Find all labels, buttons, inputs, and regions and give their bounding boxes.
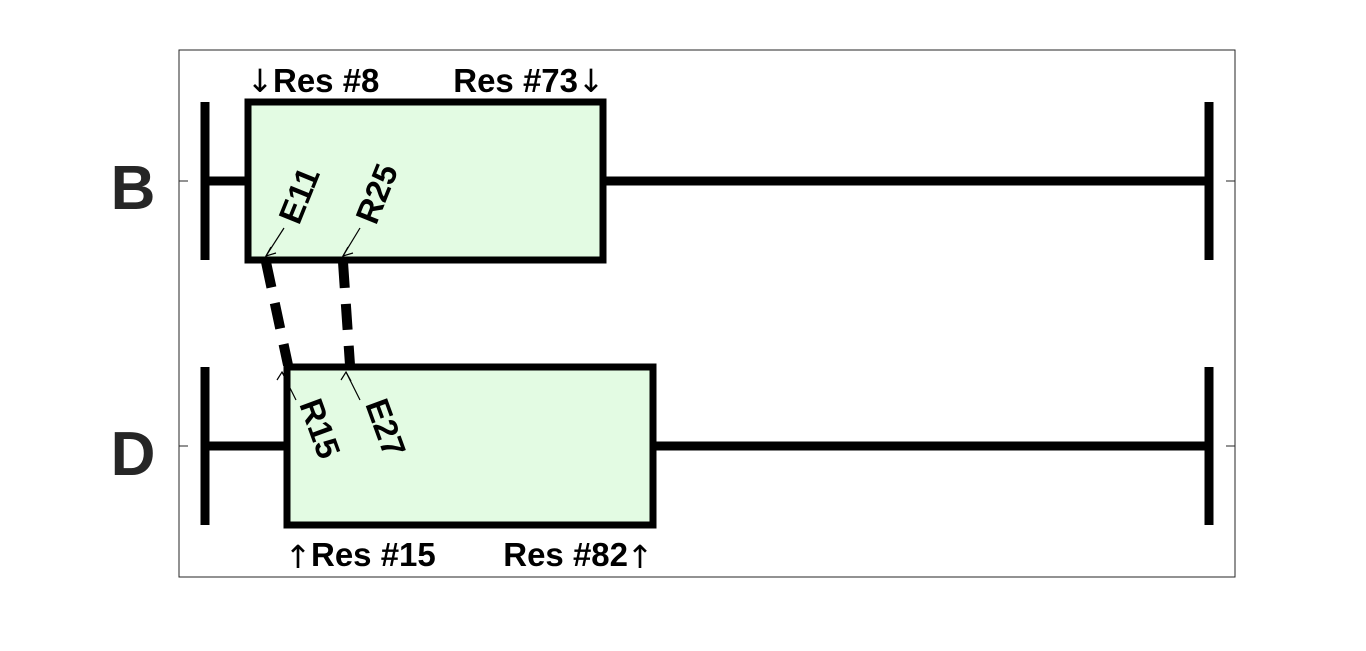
chain-d-domain-box (283, 363, 657, 529)
chain-b-domain-end-label: Res #73 (453, 62, 578, 99)
chain-d-domain-end-label: Res #82 (503, 536, 628, 573)
chain-b-site-r25-arrowhead (341, 246, 354, 257)
link-e11-r15 (261, 260, 293, 367)
chain-b-domain-start-arrow: ↓ (247, 62, 274, 100)
chain-d-site-r15-arrowhead (276, 370, 288, 382)
chain-label-d: D (111, 420, 156, 489)
chain-d-domain-start-label: Res #15 (311, 536, 436, 573)
chain-b-domain-start-label: Res #8 (273, 62, 379, 99)
chain-label-b: B (111, 154, 156, 223)
chain-b: ↓ Res #8 Res #73 ↓ E11 R25 (200, 62, 1214, 264)
link-r25-e27 (338, 261, 355, 366)
chain-b-domain-box (244, 98, 607, 264)
chain-b-site-e11-arrowhead (264, 246, 277, 257)
chain-d-domain-end-arrow: ↑ (627, 538, 654, 576)
chain-d: ↑ Res #15 Res #82 ↑ R15 E27 (200, 363, 1214, 576)
chain-d-site-e27-arrowhead (340, 370, 352, 382)
chain-d-domain-start-arrow: ↑ (285, 538, 312, 576)
chain-b-domain-end-arrow: ↓ (578, 62, 605, 100)
